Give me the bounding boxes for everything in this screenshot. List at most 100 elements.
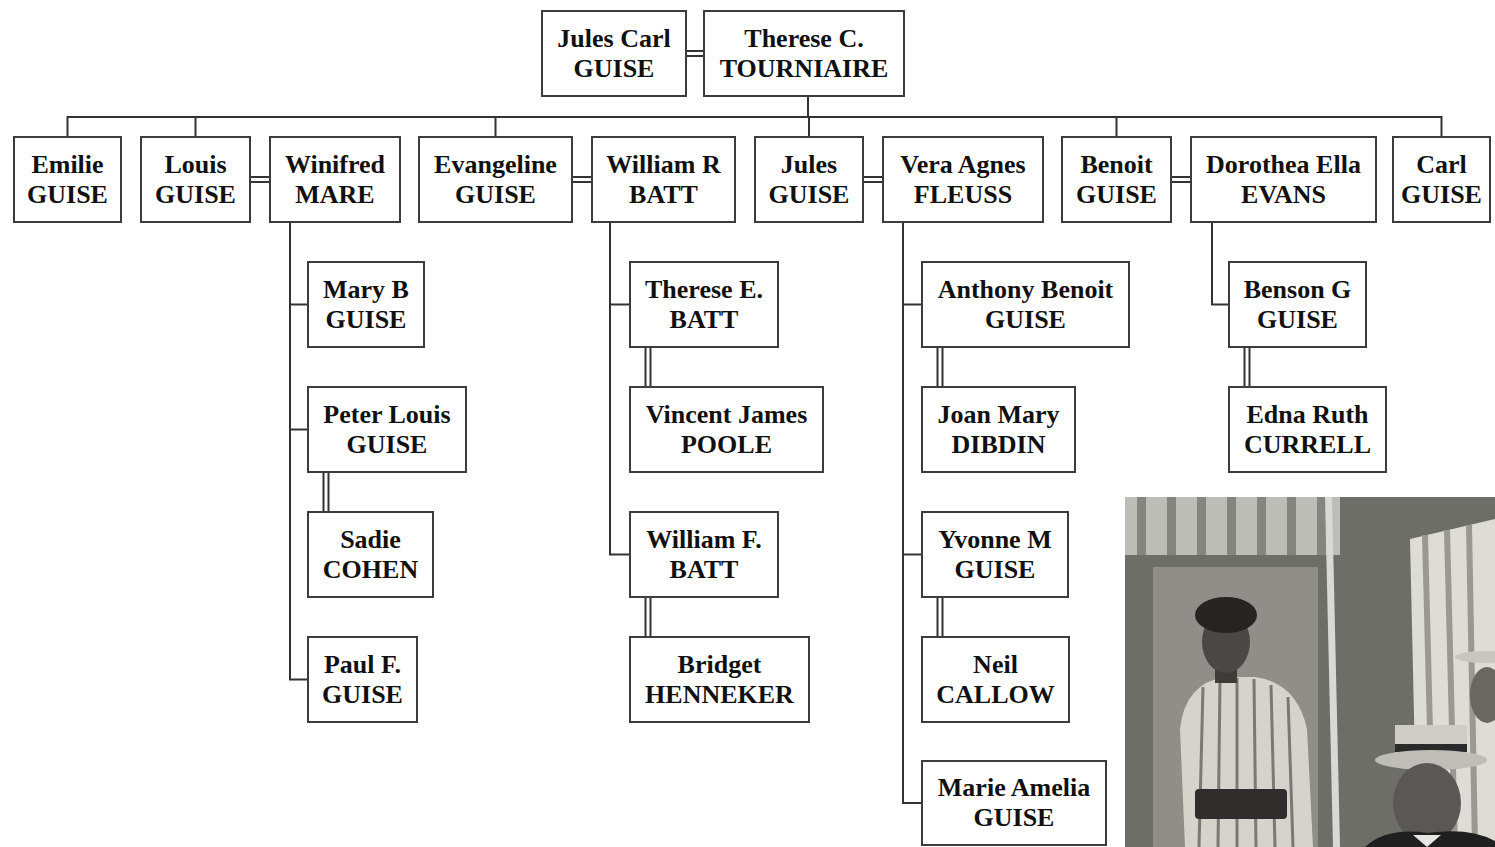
descent-line (903, 223, 921, 803)
person-name: Dorothea Ella (1206, 150, 1361, 180)
person-box: Vincent JamesPOOLE (629, 386, 824, 473)
person-name: GUISE (1257, 305, 1338, 335)
person-box: BenoitGUISE (1061, 136, 1172, 223)
canopy-stripe (1167, 497, 1176, 555)
descent-line (196, 97, 809, 136)
person-name: DIBDIN (952, 430, 1046, 460)
tent-pole (1325, 497, 1340, 847)
person-name: CURRELL (1244, 430, 1371, 460)
person-name: GUISE (1076, 180, 1157, 210)
person-box: William F.BATT (629, 511, 779, 598)
person-box: Yvonne MGUISE (921, 511, 1069, 598)
person-box: WinifredMARE (269, 136, 401, 223)
person-name: GUISE (455, 180, 536, 210)
person-name: GUISE (955, 555, 1036, 585)
person-box: SadieCOHEN (307, 511, 434, 598)
marriage-line (1244, 348, 1251, 386)
double-line-gap (647, 598, 650, 636)
descent-line (903, 223, 921, 305)
person-box: William RBATT (591, 136, 736, 223)
man-face (1470, 667, 1495, 723)
blouse-stripes (1199, 678, 1293, 847)
person-name: Vincent James (646, 400, 808, 430)
person-name: BATT (670, 305, 739, 335)
man-face (1393, 763, 1461, 843)
person-box: Jules CarlGUISE (541, 10, 687, 97)
person-name: Jules (781, 150, 837, 180)
descent-line (610, 223, 629, 555)
person-name: EVANS (1241, 180, 1326, 210)
man-jacket (1365, 831, 1495, 847)
double-line-gap (687, 52, 703, 55)
hat-brim (1455, 651, 1495, 663)
person-name: MARE (295, 180, 374, 210)
descent-line (290, 223, 307, 680)
person-box: Marie AmeliaGUISE (921, 760, 1107, 846)
shirt-collar (1413, 835, 1441, 847)
person-name: Anthony Benoit (938, 275, 1114, 305)
person-box: NeilCALLOW (921, 636, 1070, 723)
deck-chair (1153, 567, 1318, 847)
double-line-gap (1246, 348, 1249, 386)
person-name: GUISE (1401, 180, 1482, 210)
descent-line (68, 97, 809, 136)
photo-background (1125, 497, 1495, 847)
person-name: COHEN (323, 555, 418, 585)
canopy-stripe (1287, 497, 1296, 555)
person-name: CALLOW (936, 680, 1054, 710)
double-line-gap (939, 348, 942, 386)
person-box: Paul F.GUISE (307, 636, 418, 723)
person-name: GUISE (326, 305, 407, 335)
person-box: BridgetHENNEKER (629, 636, 810, 723)
canopy-stripe (1257, 497, 1266, 555)
person-name: GUISE (574, 54, 655, 84)
person-name: Benson G (1244, 275, 1352, 305)
descent-line (290, 223, 307, 430)
person-name: Sadie (340, 525, 401, 555)
person-name: William R (606, 150, 720, 180)
person-name: William F. (646, 525, 762, 555)
person-box: Vera AgnesFLEUSS (882, 136, 1044, 223)
person-name: Paul F. (324, 650, 401, 680)
person-box: Anthony BenoitGUISE (921, 261, 1130, 348)
marriage-line (645, 598, 652, 636)
person-box: Joan MaryDIBDIN (921, 386, 1076, 473)
person-box: JulesGUISE (754, 136, 864, 223)
person-name: Jules Carl (557, 24, 670, 54)
double-line-gap (939, 598, 942, 636)
double-line-gap (251, 178, 269, 181)
person-name: Marie Amelia (938, 773, 1090, 803)
descent-line (290, 223, 307, 305)
person-name: GUISE (347, 430, 428, 460)
person-name: POOLE (681, 430, 772, 460)
marriage-line (937, 348, 944, 386)
descent-line (496, 97, 809, 136)
marriage-line (1172, 176, 1190, 183)
person-name: Therese E. (645, 275, 763, 305)
person-name: GUISE (322, 680, 403, 710)
person-name: Winifred (285, 150, 385, 180)
descent-line (610, 223, 629, 305)
descent-line (903, 223, 921, 555)
person-name: GUISE (155, 180, 236, 210)
striped-blouse (1180, 677, 1313, 847)
person-name: BATT (629, 180, 698, 210)
person-box: Therese C.TOURNIAIRE (703, 10, 905, 97)
person-name: GUISE (27, 180, 108, 210)
person-name: Louis (164, 150, 226, 180)
handbag (1195, 789, 1287, 819)
person-box: Therese E.BATT (629, 261, 779, 348)
canopy-stripe (1227, 497, 1236, 555)
person-box: Benson GGUISE (1228, 261, 1367, 348)
marriage-line (645, 348, 652, 386)
marriage-line (573, 176, 591, 183)
person-name: Therese C. (744, 24, 863, 54)
double-line-gap (1172, 178, 1190, 181)
person-name: Bridget (678, 650, 762, 680)
person-name: GUISE (769, 180, 850, 210)
double-line-gap (647, 348, 650, 386)
person-box: EvangelineGUISE (418, 136, 573, 223)
person-box: CarlGUISE (1392, 136, 1491, 223)
person-name: Evangeline (434, 150, 557, 180)
person-name: Peter Louis (323, 400, 450, 430)
